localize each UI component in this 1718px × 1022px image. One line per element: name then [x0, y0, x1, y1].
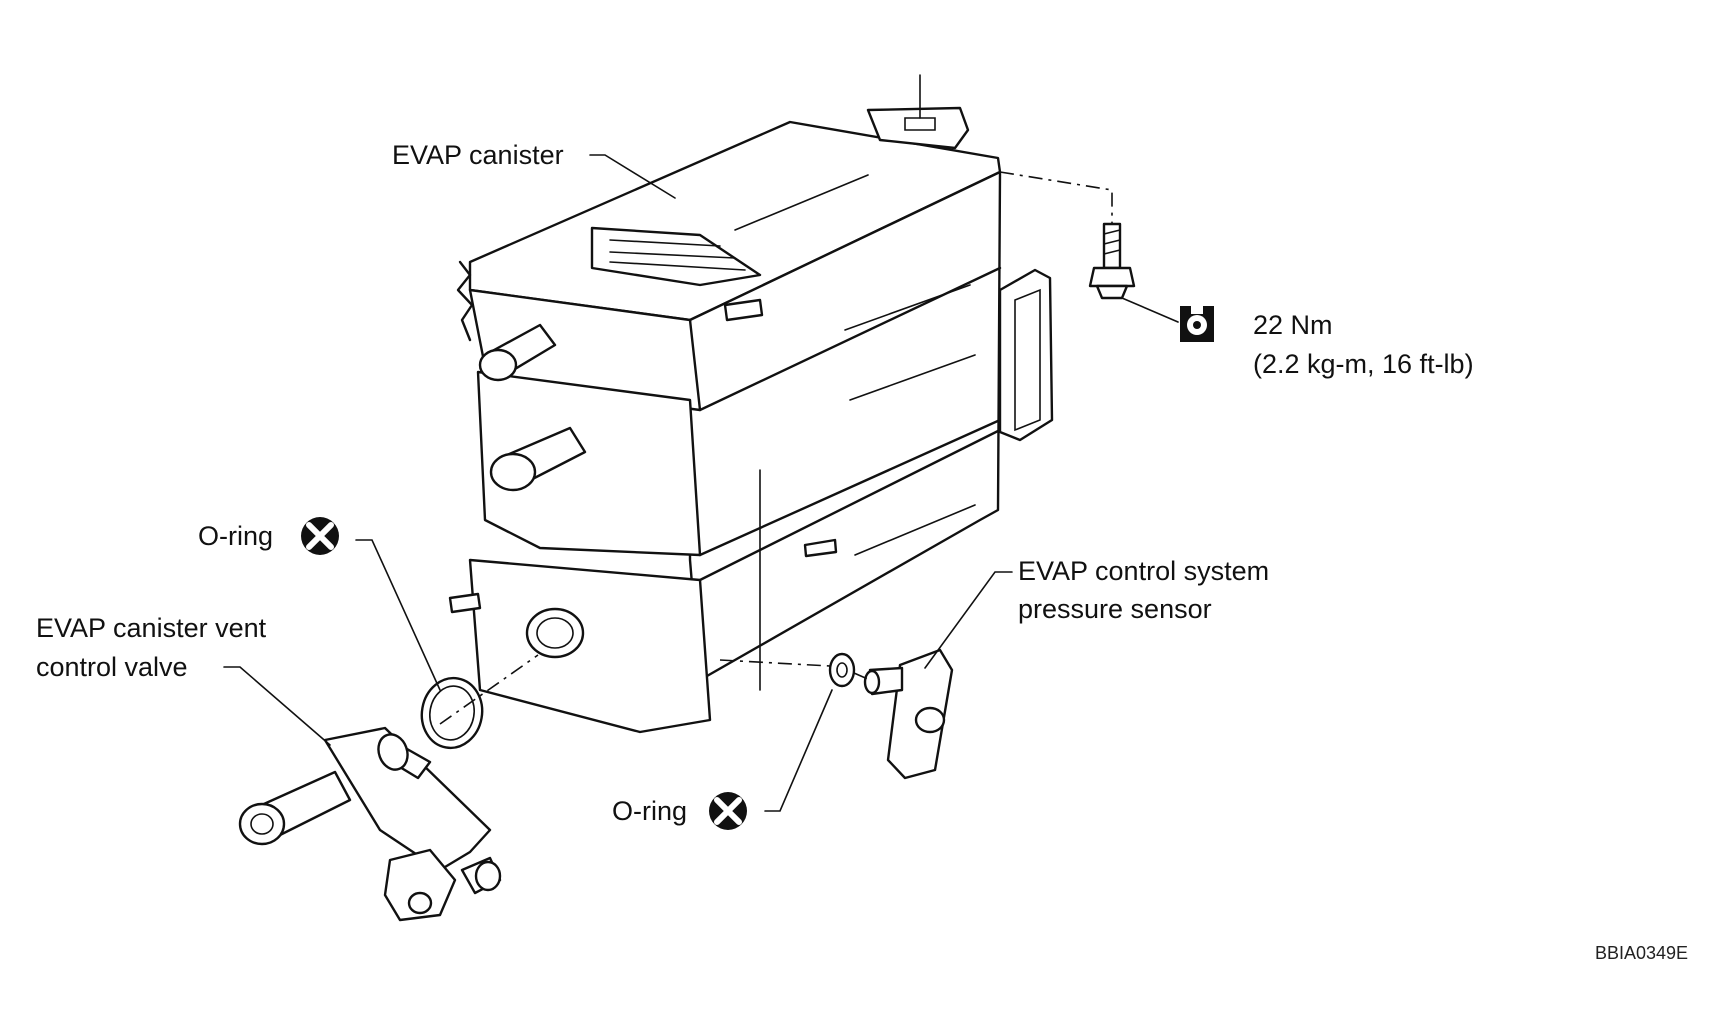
- torque-wrench-icon: [1180, 304, 1214, 342]
- vent-valve-o-ring: [420, 654, 539, 750]
- evap-canister: [448, 74, 1054, 734]
- label-torque-value: 22 Nm: [1253, 310, 1333, 340]
- label-evap-canister: EVAP canister: [392, 140, 564, 170]
- label-o-ring-lower: O-ring: [612, 796, 688, 826]
- label-pressure-sensor-line1: EVAP control system: [1018, 556, 1270, 586]
- mounting-bolt: [999, 171, 1179, 323]
- pressure-sensor: [863, 648, 954, 780]
- label-o-ring-upper: O-ring: [198, 521, 274, 551]
- label-pressure-sensor-line2: pressure sensor: [1018, 594, 1212, 624]
- do-not-reuse-icon: [301, 517, 339, 555]
- do-not-reuse-icon: [709, 792, 747, 830]
- label-torque-conversion: (2.2 kg-m, 16 ft-lb): [1253, 349, 1474, 379]
- label-vent-valve-line2: control valve: [36, 652, 188, 682]
- leader-lines: [223, 154, 1013, 812]
- label-vent-valve-line1: EVAP canister vent: [36, 613, 267, 643]
- vent-control-valve: [238, 726, 502, 922]
- sensor-o-ring: [719, 652, 871, 688]
- figure-code: BBIA0349E: [1595, 943, 1689, 963]
